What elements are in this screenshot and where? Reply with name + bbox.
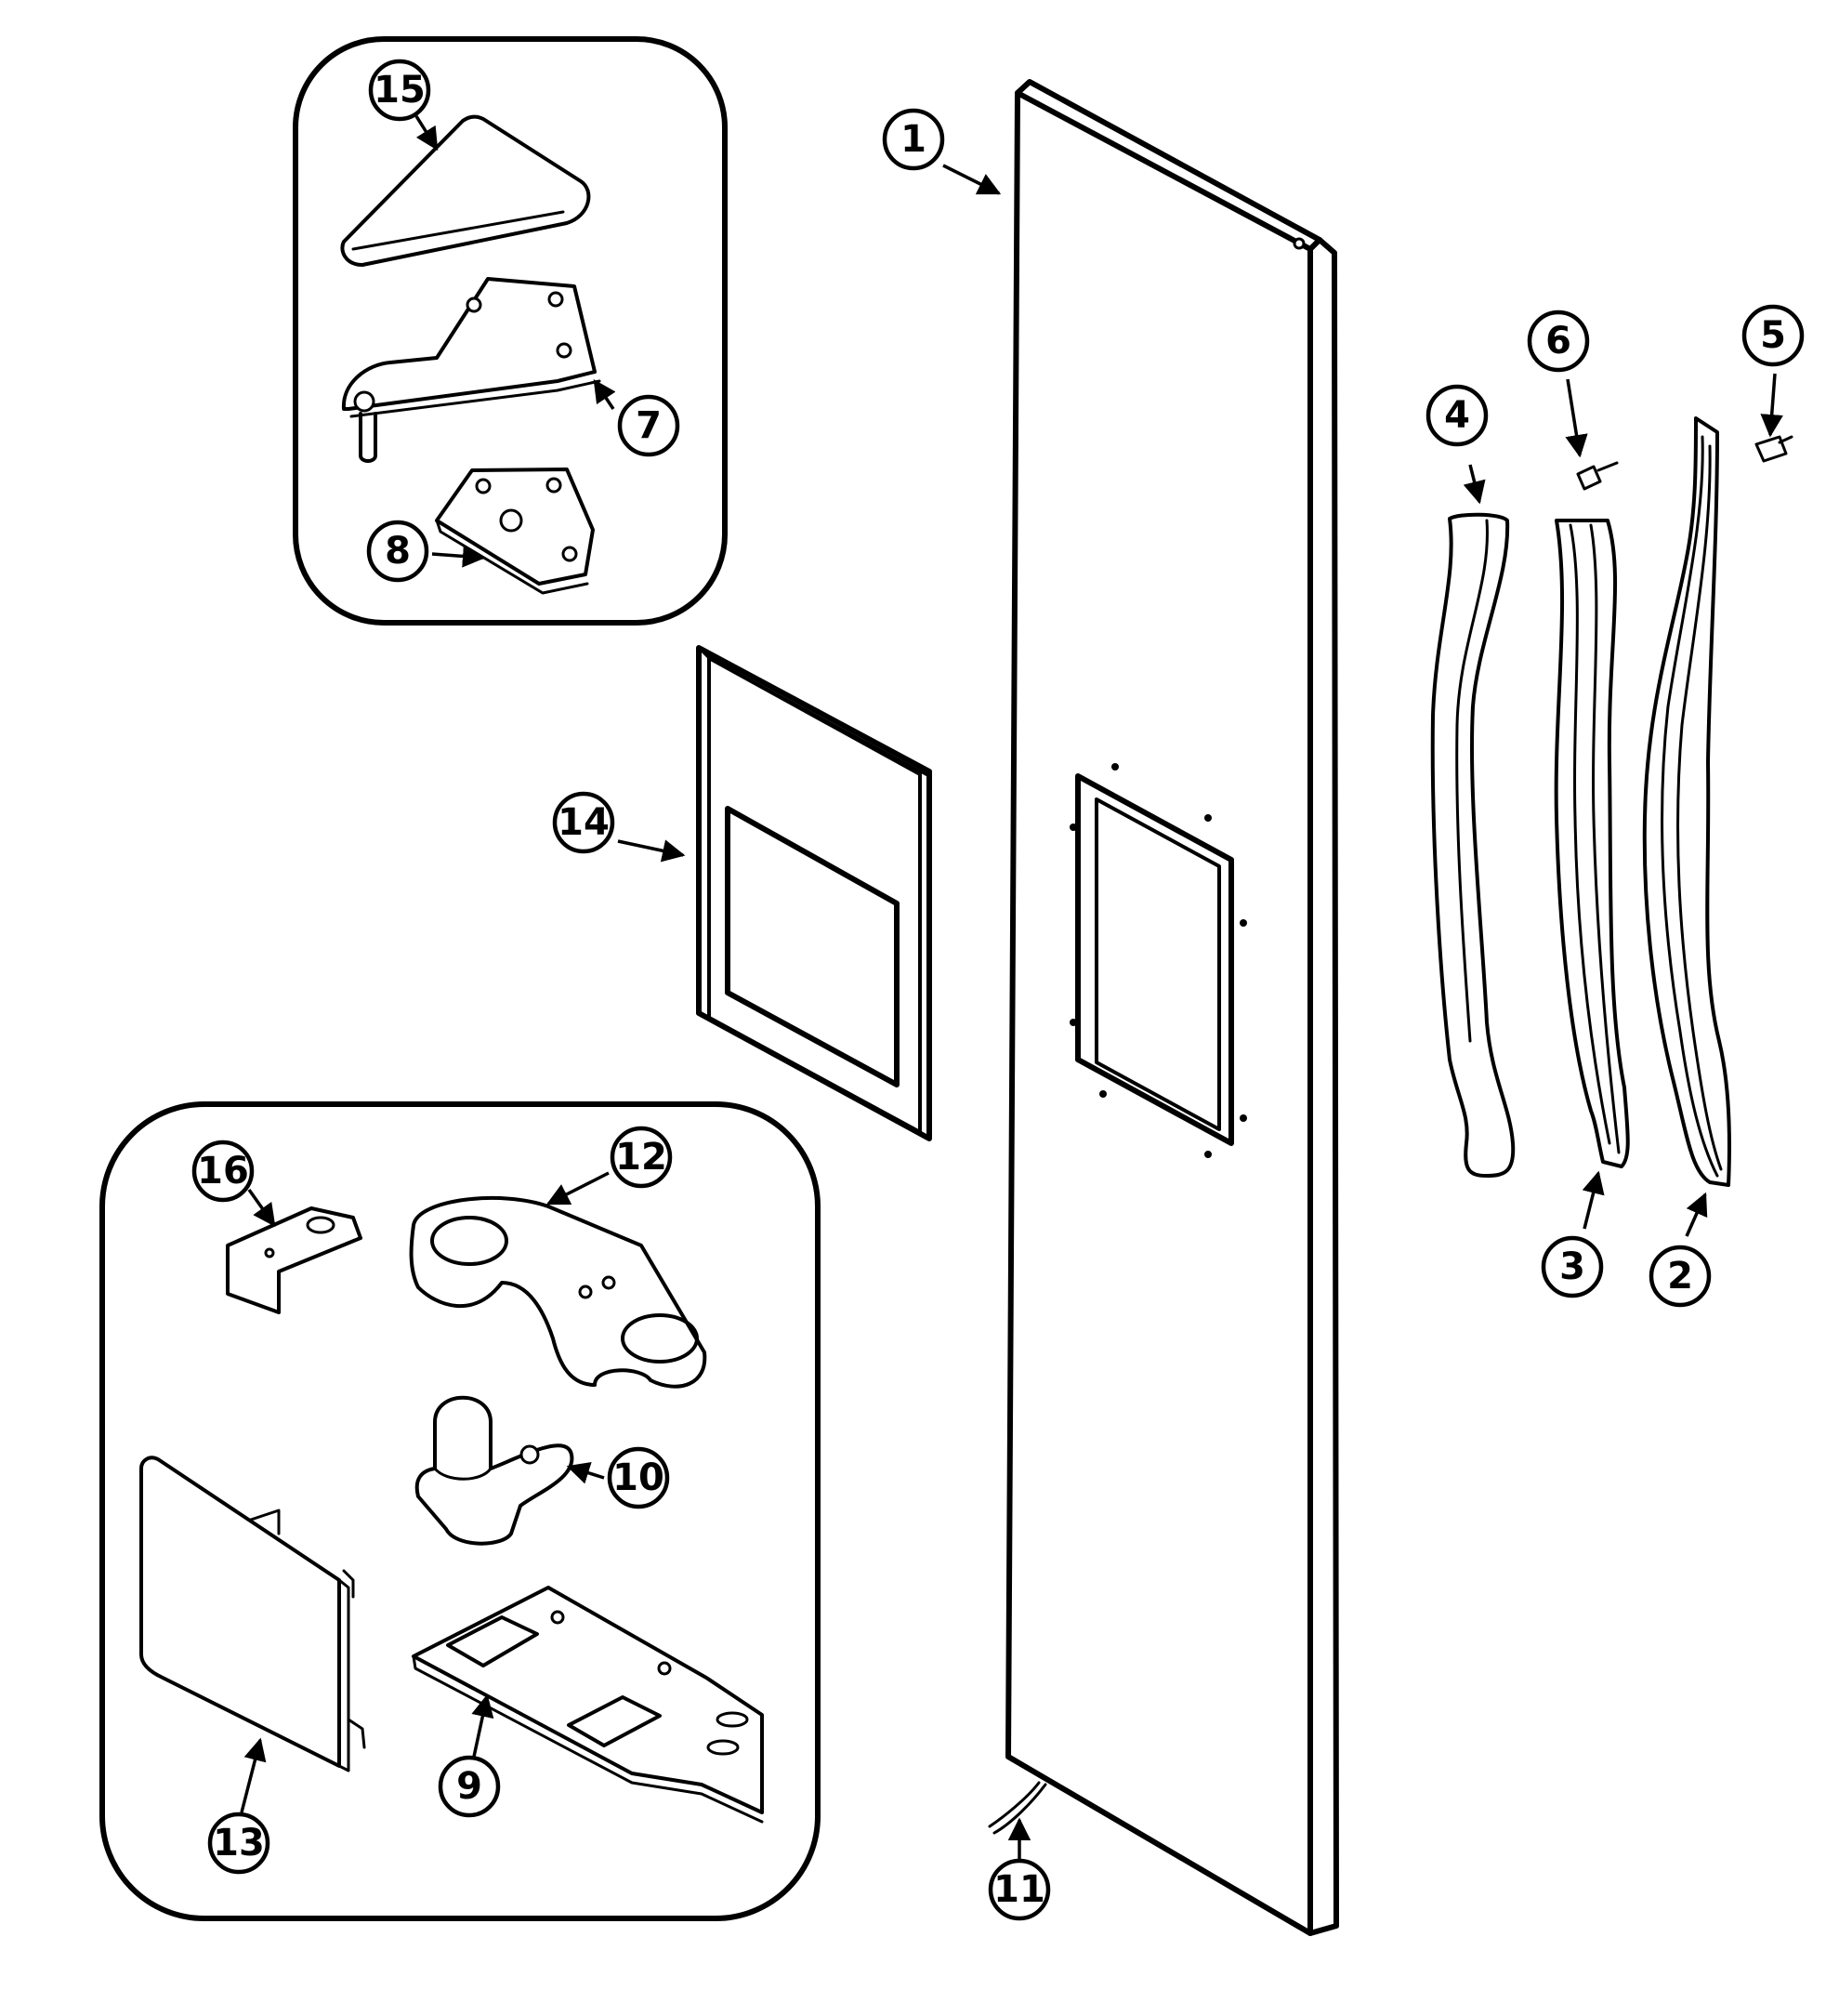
callout-14-label: 14 bbox=[558, 801, 610, 844]
callout-13-label: 13 bbox=[213, 1822, 265, 1864]
callout-1-label: 1 bbox=[900, 118, 926, 161]
callout-15: 15 bbox=[368, 59, 431, 122]
callout-10-label: 10 bbox=[612, 1456, 664, 1499]
mounting-bracket-part-9 bbox=[412, 1586, 764, 1824]
handle-part-4 bbox=[1430, 512, 1516, 1178]
handle-gasket-part-3 bbox=[1554, 519, 1630, 1168]
callout-8-label: 8 bbox=[385, 530, 411, 573]
callout-12: 12 bbox=[610, 1126, 673, 1189]
callout-9-label: 9 bbox=[456, 1765, 482, 1808]
callout-8: 8 bbox=[366, 520, 429, 583]
callout-3-label: 3 bbox=[1559, 1245, 1585, 1288]
hinge-block-part-12 bbox=[409, 1195, 707, 1389]
dispenser-cover-part-13 bbox=[139, 1456, 366, 1772]
callout-1: 1 bbox=[882, 108, 945, 171]
handle-trim-part-2 bbox=[1642, 416, 1731, 1187]
callout-5-label: 5 bbox=[1760, 314, 1786, 357]
door-panel-part-1 bbox=[1005, 79, 1339, 1936]
callout-7: 7 bbox=[617, 394, 680, 457]
callout-2-label: 2 bbox=[1667, 1255, 1693, 1298]
callout-9: 9 bbox=[438, 1755, 501, 1818]
callout-14: 14 bbox=[552, 791, 615, 854]
callout-6: 6 bbox=[1527, 310, 1590, 373]
callout-5: 5 bbox=[1741, 304, 1805, 367]
callout-3: 3 bbox=[1541, 1235, 1604, 1298]
hinge-pin-part-10 bbox=[414, 1395, 574, 1546]
callout-12-label: 12 bbox=[615, 1136, 667, 1179]
upper-hinge-part-7 bbox=[341, 277, 601, 463]
callout-15-label: 15 bbox=[374, 69, 426, 112]
bracket-part-16 bbox=[226, 1206, 362, 1314]
callout-10: 10 bbox=[607, 1446, 670, 1509]
screw-part-6 bbox=[1576, 461, 1619, 491]
callout-11: 11 bbox=[988, 1858, 1051, 1921]
hinge-cover-part-15 bbox=[340, 114, 591, 267]
wire-part-11 bbox=[988, 1781, 1047, 1835]
leader-lines bbox=[240, 115, 1783, 1859]
callout-16: 16 bbox=[191, 1140, 255, 1203]
callout-4-label: 4 bbox=[1444, 394, 1470, 437]
callout-16-label: 16 bbox=[197, 1150, 249, 1192]
callout-4: 4 bbox=[1425, 384, 1489, 447]
hinge-parts-group-box bbox=[293, 36, 728, 626]
callout-11-label: 11 bbox=[993, 1868, 1045, 1911]
callout-13: 13 bbox=[207, 1812, 270, 1875]
screw-part-5 bbox=[1754, 435, 1793, 463]
hinge-shim-part-8 bbox=[435, 468, 595, 595]
dispenser-frame-part-14 bbox=[696, 645, 932, 1141]
callout-6-label: 6 bbox=[1545, 320, 1571, 362]
callout-7-label: 7 bbox=[636, 404, 662, 447]
callout-2: 2 bbox=[1649, 1245, 1712, 1308]
lower-parts-group-box bbox=[99, 1101, 821, 1921]
